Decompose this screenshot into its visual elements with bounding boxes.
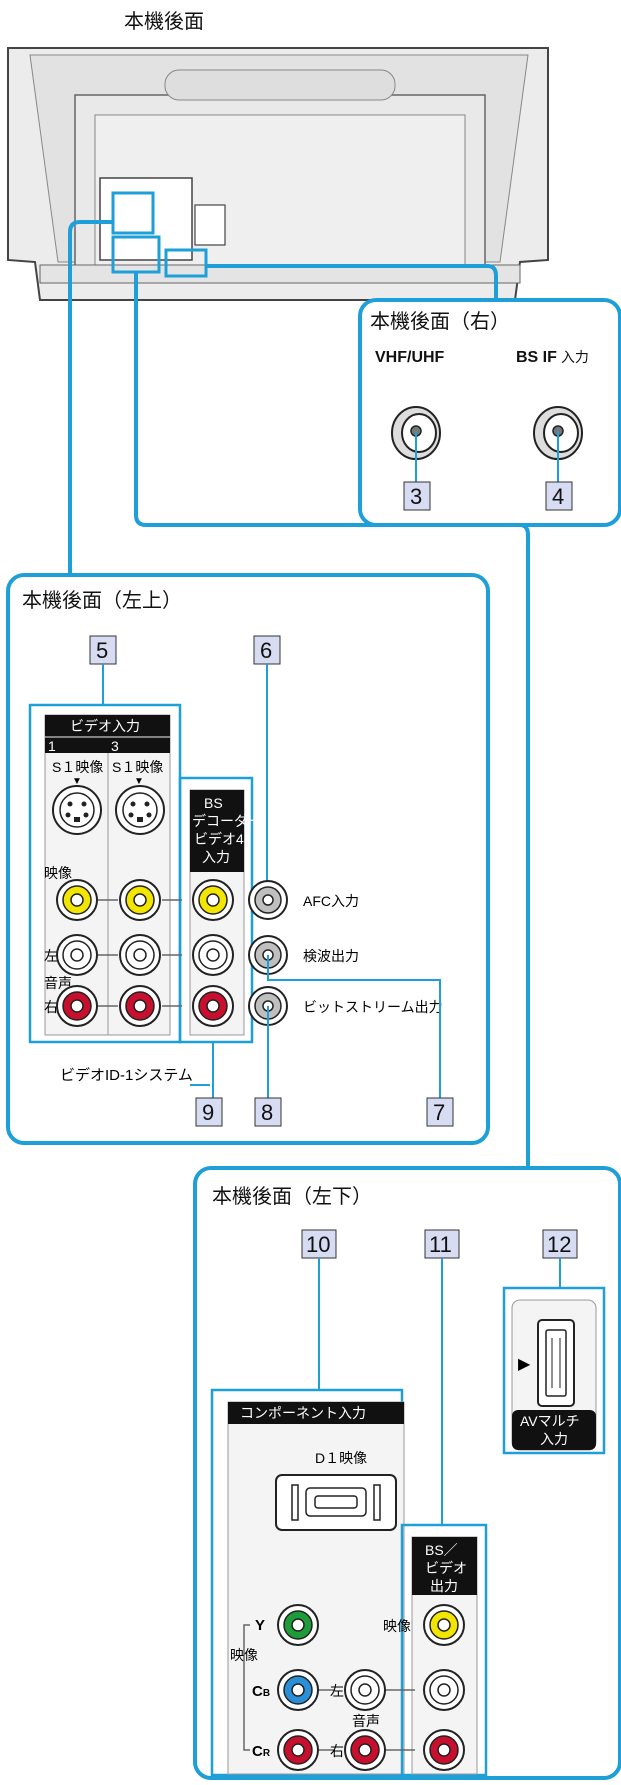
- afc-label: AFC入力: [303, 893, 359, 909]
- upper-left-panel-num-video-in: 5: [96, 638, 108, 663]
- bs-out-audio-left-jack[interactable]: [423, 1669, 465, 1711]
- afc-input-jack[interactable]: [248, 880, 288, 920]
- lower-left-panel-cr-label-sub: R: [263, 1748, 271, 1759]
- num-box-7: 7: [426, 1097, 454, 1127]
- vhf-uhf-label: VHF/UHF: [375, 349, 445, 366]
- bs-decoder-line-4: 入力: [202, 849, 230, 865]
- num-box-8: 8: [254, 1097, 282, 1127]
- d1-connector[interactable]: [275, 1474, 397, 1531]
- detect-label: 検波出力: [303, 948, 359, 964]
- left-side-label: 左: [44, 948, 58, 964]
- rca-audio-left-1[interactable]: [56, 934, 98, 976]
- lower-left-panel-cb-label-main: C: [252, 1683, 263, 1700]
- av-multi-arrow-icon: ▶: [518, 1356, 531, 1373]
- component-left-label: 左: [330, 1683, 344, 1699]
- right-panel-title: 本機後面（右）: [370, 310, 510, 333]
- num-box-12: 12: [542, 1229, 578, 1259]
- audio-side-label: 音声: [44, 975, 72, 991]
- page-title: 本機後面: [124, 10, 204, 33]
- lower-left-panel-cr-label-main: C: [252, 1743, 263, 1760]
- num-box-11: 11: [424, 1229, 460, 1259]
- input-1-label: 1: [48, 738, 56, 754]
- s-video-jack-3[interactable]: [115, 785, 165, 835]
- lower-left-panel: 本機後面（左下） 10 11 12 ▶ AVマルチ 入力: [193, 1166, 621, 1780]
- component-cr-jack[interactable]: [277, 1729, 319, 1771]
- y-label: Y: [255, 1617, 265, 1634]
- bs-decoder-line-3: ビデオ4: [194, 831, 244, 847]
- num-box-9: 9: [195, 1097, 223, 1127]
- av-multi-line-2: 入力: [540, 1431, 568, 1447]
- connector-cables: [68, 220, 530, 1168]
- rca-video-1[interactable]: [56, 879, 98, 921]
- tv-highlight-upper-left: [111, 191, 155, 235]
- component-audio-left-jack[interactable]: [344, 1669, 386, 1711]
- num-box-5: 5: [89, 635, 117, 665]
- rca-video-4[interactable]: [192, 879, 234, 921]
- id1-system-label: ビデオID-1システム: [60, 1066, 193, 1084]
- rca-audio-right-1[interactable]: [56, 985, 98, 1027]
- upper-left-panel-num-bitstream: 8: [261, 1100, 273, 1125]
- down-arrow-1: ▼: [72, 776, 82, 787]
- upper-left-panel-num-detect: 7: [433, 1100, 445, 1125]
- component-audio-right-jack[interactable]: [344, 1729, 386, 1771]
- rca-audio-left-4[interactable]: [192, 934, 234, 976]
- tv-back-illustration: [7, 47, 549, 301]
- video-input-label: ビデオ入力: [70, 718, 140, 734]
- s1-video-label-1: S１映像: [52, 759, 103, 775]
- bs-out-audio-right-jack[interactable]: [423, 1729, 465, 1771]
- bs-out-line-1: BS／: [425, 1542, 458, 1558]
- component-input-label: コンポーネント入力: [240, 1405, 366, 1421]
- bs-out-line-2: ビデオ: [425, 1560, 467, 1576]
- component-cb-jack[interactable]: [277, 1669, 319, 1711]
- d1-video-label: D１映像: [315, 1450, 367, 1466]
- upper-left-panel-num-afc: 6: [260, 638, 272, 663]
- right-panel-bsif-label-suffix: 入力: [561, 349, 589, 365]
- bs-out-video-jack[interactable]: [423, 1604, 465, 1646]
- s1-video-label-3: S１映像: [112, 759, 163, 775]
- down-arrow-3: ▼: [134, 776, 144, 787]
- av-multi-connector[interactable]: [537, 1319, 575, 1407]
- rca-audio-right-3[interactable]: [119, 985, 161, 1027]
- av-multi-line-1: AVマルチ: [520, 1413, 580, 1429]
- tv-highlight-right: [164, 248, 208, 278]
- bs-out-video-label: 映像: [383, 1618, 411, 1634]
- bs-decoder-line-2: デコーダー/: [192, 813, 266, 829]
- bs-decoder-line-1: BS: [204, 795, 223, 811]
- lower-left-panel-title: 本機後面（左下）: [212, 1185, 372, 1208]
- component-y-jack[interactable]: [277, 1604, 319, 1646]
- upper-left-panel-num-id1: 9: [202, 1100, 214, 1125]
- num-box-6: 6: [253, 635, 281, 665]
- upper-left-panel: 本機後面（左上） 5 6 ビデオ入力 1 3 S１映像 S１映像 ▼ ▼: [6, 573, 490, 1145]
- right-panel-num-bsif: 4: [552, 484, 564, 509]
- component-video-label: 映像: [230, 1647, 258, 1663]
- lower-left-panel-cb-label-sub: B: [263, 1688, 270, 1699]
- component-right-label: 右: [330, 1743, 344, 1759]
- num-box-4: 4: [545, 481, 573, 511]
- right-panel-num-vhf: 3: [410, 484, 422, 509]
- rca-video-3[interactable]: [119, 879, 161, 921]
- lower-left-panel-num-bs-video-out: 11: [429, 1232, 452, 1257]
- right-panel-bsif-label-bold: BS IF: [516, 349, 557, 366]
- component-audio-label: 音声: [352, 1713, 380, 1729]
- lower-left-panel-num-component: 10: [306, 1232, 330, 1257]
- s-video-jack-1[interactable]: [52, 785, 102, 835]
- bitstream-label: ビットストリーム出力: [303, 999, 443, 1015]
- input-3-label: 3: [111, 738, 119, 754]
- num-box-3: 3: [403, 481, 431, 511]
- rca-audio-right-4[interactable]: [192, 985, 234, 1027]
- rca-audio-left-3[interactable]: [119, 934, 161, 976]
- lower-left-panel-num-av-multi: 12: [547, 1232, 571, 1257]
- upper-left-panel-title: 本機後面（左上）: [22, 589, 182, 612]
- cb-label: CB: [252, 1683, 270, 1700]
- cr-label: CR: [252, 1743, 271, 1760]
- bs-out-line-3: 出力: [430, 1578, 458, 1594]
- right-side-label: 右: [44, 999, 58, 1015]
- num-box-10: 10: [301, 1229, 337, 1259]
- video-side-label: 映像: [44, 865, 72, 881]
